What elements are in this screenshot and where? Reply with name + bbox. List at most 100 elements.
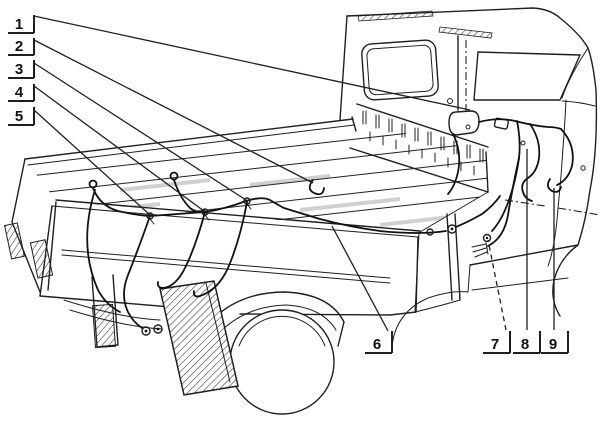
bracket-6 — [365, 331, 393, 354]
bracket-8 — [513, 331, 541, 354]
body-seam-line — [504, 199, 546, 207]
chassis-under-cab — [414, 232, 461, 313]
callout-label-5: 5 — [15, 108, 23, 125]
callout-3: 3 — [8, 60, 247, 201]
body-seam-line2 — [557, 207, 600, 216]
callout-4: 4 — [8, 84, 205, 212]
truck-cab — [339, 7, 600, 347]
ground-bolt-2-dot — [156, 327, 160, 331]
belt-line — [561, 100, 596, 107]
leader-line-7 — [487, 239, 507, 331]
tail-lamp-right — [29, 239, 54, 279]
bracket-7 — [483, 331, 511, 354]
bracket-1 — [8, 15, 35, 34]
cab-roof-outline — [346, 7, 598, 246]
callout-5: 5 — [8, 107, 151, 216]
harness-drop-mid2 — [192, 201, 248, 298]
cable-ring-dot — [450, 227, 454, 231]
callout-label-6: 6 — [373, 336, 381, 353]
near-rail-inner — [51, 205, 419, 238]
callout-label-7: 7 — [491, 336, 499, 353]
mudflap-center — [159, 280, 239, 396]
callout-2: 2 — [8, 38, 314, 184]
wiring-harness-cab — [447, 98, 574, 258]
rear-window-outer — [361, 39, 439, 101]
cab-step-arch — [391, 264, 471, 347]
headboard-slats-row2 — [369, 131, 475, 176]
door-window — [473, 51, 581, 101]
floor-planks — [29, 121, 488, 232]
far-rail-post — [351, 116, 357, 132]
cab-harness-loop — [521, 123, 541, 202]
cable-tail-to-cab — [455, 195, 501, 228]
callout-label-4: 4 — [15, 84, 24, 101]
callouts: 1 2 3 4 5 6 7 — [8, 15, 569, 354]
screw-fastener — [447, 98, 453, 104]
tail-lamp-left — [4, 222, 25, 260]
bracket-5 — [8, 107, 35, 126]
harness-drop-mid1 — [156, 211, 206, 289]
callout-8: 8 — [513, 149, 541, 354]
wiring-harness-bed — [86, 171, 501, 336]
leader-line-2 — [33, 39, 314, 184]
heater-cylinder — [448, 110, 480, 136]
callout-label-2: 2 — [15, 38, 23, 55]
mudflap-fold-line — [205, 282, 231, 383]
cab-harness-branch — [487, 157, 520, 247]
wire-into-bed — [447, 133, 461, 195]
bracket-2 — [8, 38, 35, 56]
far-rail-top — [24, 118, 354, 160]
cab-harness-elbow — [556, 128, 574, 186]
door-hook — [547, 178, 562, 193]
cab-harness-top-run — [478, 118, 562, 130]
callout-label-3: 3 — [15, 61, 23, 78]
cable-ring-terminal2 — [426, 228, 434, 236]
headboard-top-edge — [356, 103, 489, 148]
harness-run-rail — [149, 197, 285, 217]
leader-line-4 — [33, 85, 205, 212]
grommet-dot — [485, 236, 489, 240]
cab-rear-left-edge — [339, 15, 348, 121]
fender-inner — [221, 304, 337, 331]
front-wheel-arch — [552, 244, 579, 317]
ground-bolt-1-dot — [144, 329, 148, 333]
leader-line-5 — [33, 109, 151, 216]
bed-floor — [29, 121, 488, 232]
roof-vent-left — [357, 10, 434, 22]
callout-label-9: 9 — [549, 336, 557, 353]
ground-bolt-2 — [153, 324, 163, 334]
leader-line-1 — [33, 15, 471, 111]
rear-wheel-group — [92, 280, 345, 415]
callout-6: 6 — [331, 225, 393, 354]
bracket-9 — [541, 331, 569, 354]
fender-outer — [211, 291, 345, 347]
callout-label-1: 1 — [15, 16, 23, 33]
door-front-seam — [547, 99, 567, 267]
harness-run-left — [92, 187, 151, 217]
harness-bolt-1 — [465, 124, 471, 130]
rocker-line — [471, 277, 569, 291]
harness-drop-long — [123, 215, 151, 329]
headboard-right-edge — [485, 151, 489, 193]
rear-wheel-inner-arc — [238, 315, 326, 347]
harness-loop-end-2 — [169, 171, 179, 181]
callout-9: 9 — [541, 188, 569, 354]
grommet — [482, 233, 492, 243]
bracket-4 — [8, 84, 35, 102]
harness-bolt-2 — [520, 140, 526, 146]
rear-wheel-tire — [229, 309, 335, 415]
a-pillar-line — [561, 47, 589, 99]
door-bottom-line — [469, 244, 579, 266]
near-wall-groove — [61, 249, 391, 284]
bracket-3 — [8, 60, 35, 79]
leader-line-3 — [33, 62, 247, 201]
mudflap-left — [92, 303, 116, 349]
far-rail-inner — [27, 124, 355, 166]
connector-prongs — [471, 242, 489, 258]
near-rail-top — [55, 199, 421, 232]
cable-hook — [308, 179, 325, 196]
wiring-clip-1 — [146, 212, 155, 225]
floor-right-edge — [419, 191, 489, 233]
harness-main-cable — [283, 207, 447, 234]
